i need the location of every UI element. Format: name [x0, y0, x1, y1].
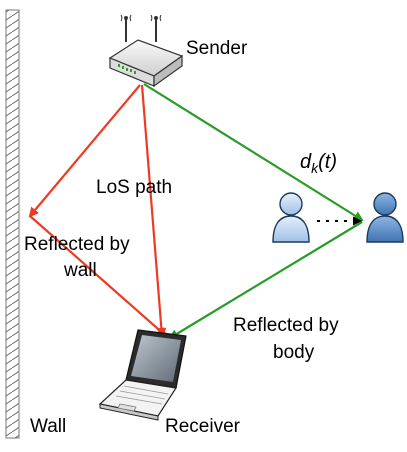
wall-icon — [5, 9, 20, 439]
distance-symbol: d — [300, 151, 312, 173]
path-body-to-receiver — [168, 221, 363, 340]
path-sender-to-body — [143, 83, 364, 222]
router-icon — [108, 14, 184, 88]
los-path-label: LoS path — [96, 177, 172, 198]
receiver-label: Receiver — [165, 416, 241, 437]
reflected-body-label-line1: Reflected by — [233, 315, 339, 336]
reflected-wall-label-line2: wall — [63, 260, 97, 281]
path-sender-to-wall — [28, 84, 141, 218]
person-icon — [272, 192, 310, 243]
distance-subscript: k — [311, 160, 319, 176]
distance-argument: (t) — [318, 151, 337, 173]
path-wall-to-receiver — [29, 215, 168, 338]
person-moved-icon — [366, 192, 404, 243]
distance-label: dk(t) — [300, 151, 337, 176]
wall-label: Wall — [30, 416, 66, 437]
reflected-body-label-line2: body — [273, 342, 315, 363]
path-los — [140, 84, 167, 338]
reflected-wall-label-line1: Reflected by — [24, 234, 130, 255]
sender-label: Sender — [186, 38, 248, 59]
signal-paths — [28, 83, 364, 340]
laptop-icon — [98, 329, 187, 421]
